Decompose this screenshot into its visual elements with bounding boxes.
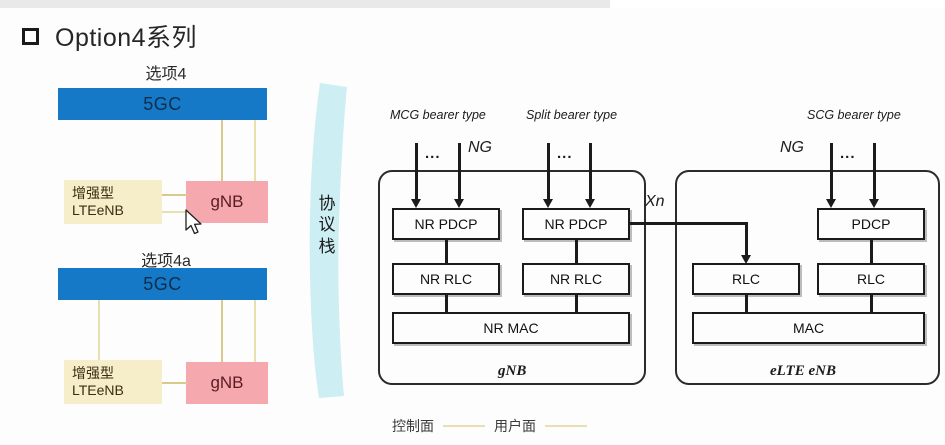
option4-link-5gc-gnb-control — [254, 120, 256, 186]
protocol-stack-band — [306, 83, 348, 398]
option4a-link-5gc-gnb-user — [221, 300, 223, 362]
wire-pdcp-scg-to-rlc — [870, 240, 873, 263]
option4-link-5gc-gnb-user — [221, 120, 223, 186]
nr-pdcp-mcg-box: NR PDCP — [392, 208, 500, 240]
wire-pdcp-split-to-rlc — [575, 240, 578, 263]
mac-elte-box: MAC — [692, 312, 925, 344]
protocol-stack-diagram: MCG bearer type Split bearer type SCG be… — [370, 95, 945, 445]
wire-rlc-split-to-mac — [575, 295, 578, 312]
wire-rlc-split-elte-to-mac — [745, 295, 748, 312]
legend: 控制面 用户面 — [392, 416, 587, 436]
nr-rlc-mcg-box: NR RLC — [392, 263, 500, 295]
option4-caption: 选项4 — [145, 66, 187, 83]
mcg-bearer-type-label: MCG bearer type — [390, 108, 486, 122]
page-title: Option4系列 — [22, 18, 197, 54]
elte-enb-node-boundary — [675, 170, 940, 385]
ng-right-label: NG — [780, 139, 804, 156]
protocol-stack-band-label: 协议栈 — [318, 194, 336, 256]
xn-arrowhead — [741, 255, 751, 264]
option4a-gnb-box: gNB — [186, 362, 268, 404]
option4-link-enb-gnb-lower — [162, 211, 188, 213]
split-bearer-type-label: Split bearer type — [526, 108, 618, 122]
scg-arrowhead-2 — [869, 199, 879, 208]
option4a-enb-line2: LTEeNB — [72, 382, 124, 398]
option4a-enb-box: 增强型 LTEeNB — [64, 360, 162, 404]
option4a-link-5gc-gnb-control — [254, 300, 256, 362]
option4a-link-5gc-enb — [98, 300, 100, 362]
option4a-enb-line1: 增强型 — [72, 364, 114, 381]
ng-left-label: NG — [468, 139, 492, 156]
legend-user-plane-label: 用户面 — [494, 418, 536, 434]
legend-control-plane-line — [443, 425, 485, 427]
option4a-link-enb-gnb — [162, 382, 188, 384]
scg-arrow-line-1 — [830, 143, 833, 201]
option4-link-enb-gnb-upper — [162, 194, 188, 196]
option4a-5gc-box: 5GC — [58, 268, 267, 300]
legend-user-plane-line — [545, 425, 587, 427]
option4-5gc-box: 5GC — [58, 88, 267, 120]
option4-enb-line1: 增强型 — [72, 184, 114, 201]
xn-wire-vertical — [745, 222, 748, 257]
scg-bearer-type-label: SCG bearer type — [807, 108, 901, 122]
gnb-node-boundary — [378, 170, 646, 385]
mcg-dots: ... — [425, 145, 441, 162]
rlc-split-elte-box: RLC — [692, 263, 800, 295]
scg-dots: ... — [840, 145, 856, 162]
mcg-arrow-line-2 — [458, 143, 461, 201]
nr-rlc-split-box: NR RLC — [522, 263, 630, 295]
pdcp-scg-box: PDCP — [817, 208, 925, 240]
option4-gnb-box: gNB — [186, 181, 268, 223]
wire-rlc-scg-to-mac — [870, 295, 873, 312]
split-arrowhead-2 — [585, 199, 595, 208]
xn-wire-horizontal — [630, 222, 748, 225]
scg-arrowhead-1 — [826, 199, 836, 208]
gnb-node-label: gNB — [498, 363, 527, 379]
option4-enb-box: 增强型 LTEeNB — [64, 180, 162, 224]
split-dots: ... — [557, 145, 573, 162]
mcg-arrowhead-1 — [411, 199, 421, 208]
option4-enb-line2: LTEeNB — [72, 202, 124, 218]
wire-pdcp-mcg-to-rlc — [445, 240, 448, 263]
option4a-caption: 选项4a — [141, 253, 191, 270]
nr-pdcp-split-box: NR PDCP — [522, 208, 630, 240]
rlc-scg-box: RLC — [817, 263, 925, 295]
wire-rlc-mcg-to-mac — [445, 295, 448, 312]
split-arrow-line-2 — [589, 143, 592, 201]
split-arrowhead-1 — [543, 199, 553, 208]
nr-mac-box: NR MAC — [392, 312, 630, 344]
page-title-label: Option4系列 — [55, 24, 198, 52]
square-bullet-icon — [22, 27, 39, 45]
elte-enb-node-label: eLTE eNB — [770, 363, 836, 379]
scg-arrow-line-2 — [873, 143, 876, 201]
mcg-arrowhead-2 — [454, 199, 464, 208]
top-gray-strip — [0, 0, 610, 8]
split-arrow-line-1 — [547, 143, 550, 201]
xn-label: Xn — [645, 193, 665, 210]
legend-control-plane-label: 控制面 — [392, 418, 434, 434]
top-white-strip — [610, 0, 945, 8]
mcg-arrow-line-1 — [415, 143, 418, 201]
